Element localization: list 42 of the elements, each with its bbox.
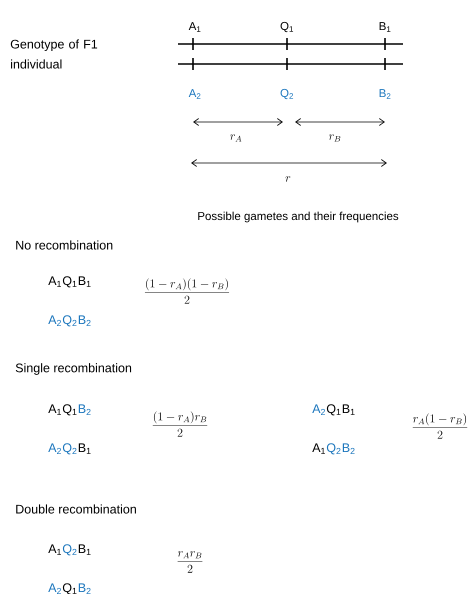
allele-label: Q$_{2}$	[62, 443, 76, 454]
allele-label: B$_{1}$	[342, 404, 355, 415]
locus-label: B$_{2}$	[380, 89, 390, 99]
distance-label: $r$	[286, 176, 290, 182]
allele-label: Q$_{1}$	[62, 583, 76, 594]
locus-label: B$_{1}$	[380, 22, 390, 32]
allele-label: B$_{1}$	[78, 276, 91, 287]
allele-label: B$_{1}$	[78, 443, 91, 454]
section-heading: Possible gametes and their frequencies	[198, 212, 398, 222]
allele-label: Q$_{2}$	[326, 443, 340, 454]
allele-label: A$_{2}$	[48, 583, 61, 594]
allele-label: A$_{2}$	[312, 404, 325, 415]
allele-label: Q$_{1}$	[326, 404, 340, 416]
frequency-formula: $\frac{(1-r_A)(1-r_B)}{2}$	[144, 278, 230, 304]
allele-label: B$_{2}$	[78, 404, 91, 415]
allele-label: B$_{2}$	[78, 315, 91, 326]
distance-label: $r_B$	[329, 134, 340, 142]
section-heading: Double recombination	[16, 504, 136, 514]
locus-label: A$_{1}$	[188, 22, 200, 32]
allele-label: A$_{2}$	[48, 443, 61, 454]
allele-label: Q$_{2}$	[62, 544, 76, 556]
distance-label: $r_A$	[230, 134, 242, 142]
section-heading: No recombination	[16, 240, 112, 250]
allele-label: Q$_{2}$	[62, 315, 76, 326]
frequency-formula: $\frac{r_A(1-r_B)}{2}$	[412, 413, 468, 439]
allele-label: A$_{1}$	[48, 404, 61, 415]
allele-label: B$_{1}$	[78, 544, 91, 555]
frequency-formula: $\frac{(1-r_A)r_B}{2}$	[152, 411, 208, 437]
locus-label: Q$_{1}$	[280, 22, 294, 32]
allele-label: A$_{1}$	[48, 276, 61, 287]
allele-label: Q$_{1}$	[62, 276, 76, 288]
genotype-label: Genotype of F1 individual	[10, 39, 98, 69]
allele-label: A$_{1}$	[312, 443, 325, 454]
section-heading: Single recombination	[16, 363, 132, 375]
locus-label: Q$_{2}$	[280, 88, 294, 100]
allele-label: Q$_{1}$	[62, 404, 76, 416]
allele-label: A$_{1}$	[48, 544, 61, 555]
allele-label: A$_{2}$	[48, 315, 61, 326]
allele-label: B$_{2}$	[78, 583, 91, 594]
allele-label: B$_{2}$	[342, 443, 355, 454]
locus-label: A$_{2}$	[188, 89, 200, 99]
frequency-formula: $\frac{r_Ar_B}{2}$	[178, 551, 202, 573]
